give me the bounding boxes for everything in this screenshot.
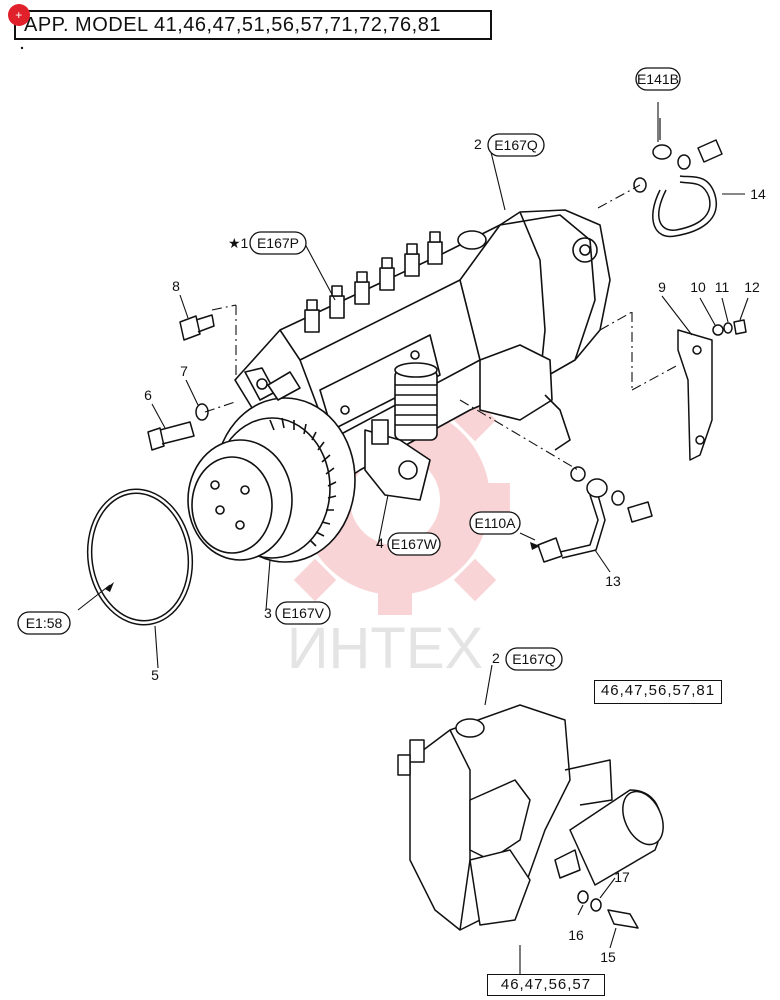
delivery-valves: [304, 231, 443, 333]
part-10-washer-icon: [712, 324, 724, 336]
arrow-icons: [105, 542, 540, 592]
part-13-pipe-icon: [537, 466, 653, 563]
callout-7: 7: [180, 363, 188, 379]
ref-e141b: E141B: [635, 67, 681, 91]
app-model-header: + APP. MODEL 41,46,47,51,56,57,71,72,76,…: [8, 4, 492, 40]
callout-9: 9: [658, 279, 666, 295]
ref-e167w: 4 E167W: [376, 532, 441, 556]
ref-e167p: ★1 E167P: [228, 231, 307, 255]
part-8-bolt-icon: [179, 314, 215, 341]
ref-e167q-bottom: 2 E167Q: [492, 647, 563, 671]
svg-text:E1:58: E1:58: [26, 615, 63, 631]
fuel-injection-pump-drawing: [187, 209, 611, 563]
callout-11: 11: [715, 279, 730, 295]
part-9-bracket-icon: [677, 329, 713, 461]
svg-text:E167Q: E167Q: [494, 137, 538, 153]
solenoid: [554, 789, 664, 886]
part-7-washer-icon: [195, 403, 209, 421]
part-17-washer-icon: [590, 898, 602, 912]
header-title: APP. MODEL 41,46,47,51,56,57,71,72,76,81: [24, 14, 441, 36]
svg-text:E167V: E167V: [282, 605, 325, 621]
pump-variant-drawing: [397, 704, 664, 931]
drive-gear: [187, 397, 356, 563]
variant-label-bottom: 46,47,56,57: [487, 974, 605, 996]
part-11-washer-icon: [723, 322, 733, 334]
part-5-o-ring-icon: [86, 488, 194, 626]
callout-13: 13: [605, 573, 621, 589]
callout-12: 12: [744, 279, 760, 295]
header-badge-icon: +: [8, 4, 30, 26]
callout-2: 2: [474, 136, 482, 152]
svg-text:E167P: E167P: [257, 235, 299, 251]
reference-codes: E141B 2 E167Q ★1 E167P 4 E167W E110A 3 E…: [17, 67, 681, 671]
callout-10: 10: [690, 279, 706, 295]
callout-1: ★1: [228, 235, 249, 251]
callout-4: 4: [376, 535, 384, 551]
part-15-bolt-icon: [607, 909, 639, 929]
callout-6: 6: [144, 387, 152, 403]
svg-text:E141B: E141B: [637, 71, 679, 87]
watermark-text: ИНТЕХ: [287, 616, 483, 681]
svg-text:E167W: E167W: [391, 536, 438, 552]
callout-14: 14: [750, 186, 766, 202]
callout-15: 15: [600, 949, 616, 965]
ref-e167q-top: 2 E167Q: [474, 133, 545, 157]
feed-pump: [364, 362, 438, 501]
part-6-bolt-icon: [147, 421, 195, 451]
callout-16: 16: [568, 927, 584, 943]
callout-3: 3: [264, 605, 272, 621]
ref-e110a: E110A: [469, 511, 521, 535]
part-12-nut-icon: [733, 319, 747, 335]
ref-e158: E1:58: [17, 611, 71, 635]
part-14-pipe-icon: [633, 118, 723, 238]
ref-e167v: 3 E167V: [264, 601, 331, 625]
leader-lines: [77, 102, 749, 978]
svg-text:E110A: E110A: [475, 515, 517, 531]
variant-label-top: 46,47,56,57,81: [594, 680, 722, 704]
svg-text:E167Q: E167Q: [512, 651, 556, 667]
callout-numbers: 5 6 7 8 9 10 11 12 13 14 15 16 17: [144, 186, 766, 965]
callout-2-bottom: 2: [492, 650, 500, 666]
callout-8: 8: [172, 278, 180, 294]
loose-parts: [86, 118, 747, 626]
callout-5: 5: [151, 667, 159, 683]
callout-17: 17: [614, 869, 630, 885]
part-16-washer-icon: [577, 890, 589, 904]
